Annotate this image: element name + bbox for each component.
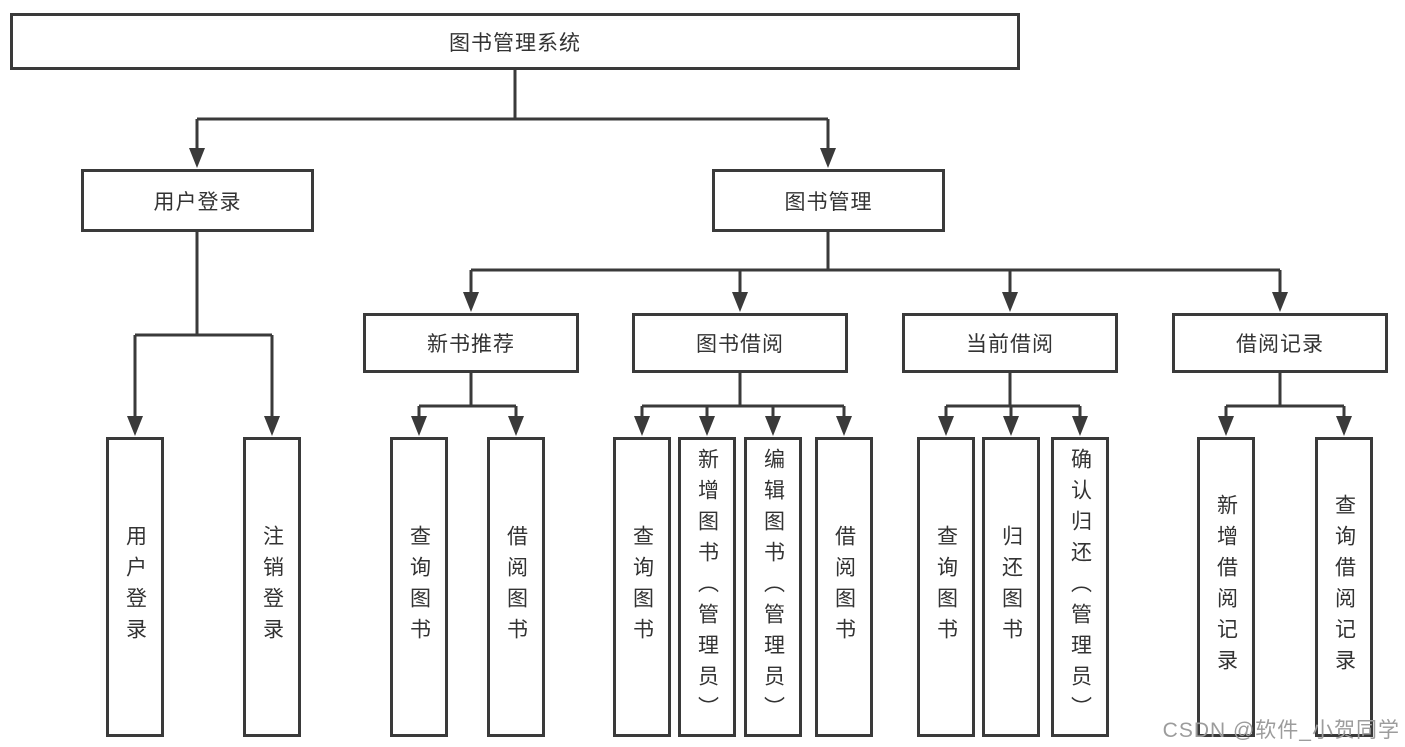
leaf-borrow-add-book-admin: 新增图书（管理员）	[678, 437, 736, 737]
leaf-logout: 注销登录	[243, 437, 301, 737]
leaf-newbooks-query-book: 查询图书	[390, 437, 448, 737]
arrow-down-icon	[634, 416, 650, 436]
leaf-current-confirm-return-admin: 确认归还（管理员）	[1051, 437, 1109, 737]
arrow-down-icon	[508, 416, 524, 436]
arrow-down-icon	[836, 416, 852, 436]
arrow-down-icon	[189, 148, 205, 168]
arrow-down-icon	[264, 416, 280, 436]
leaf-borrow-query-book: 查询图书	[613, 437, 671, 737]
arrow-down-icon	[765, 416, 781, 436]
node-user-login: 用户登录	[81, 169, 314, 232]
leaf-records-query-record: 查询借阅记录	[1315, 437, 1373, 737]
arrow-down-icon	[1003, 416, 1019, 436]
arrow-down-icon	[1218, 416, 1234, 436]
leaf-current-return-book: 归还图书	[982, 437, 1040, 737]
leaf-borrow-edit-book-admin: 编辑图书（管理员）	[744, 437, 802, 737]
arrow-down-icon	[127, 416, 143, 436]
arrowhead-icons	[127, 148, 1352, 436]
leaf-records-add-record: 新增借阅记录	[1197, 437, 1255, 737]
node-library-system: 图书管理系统	[10, 13, 1020, 70]
leaf-newbooks-borrow-book: 借阅图书	[487, 437, 545, 737]
node-current-borrow: 当前借阅	[902, 313, 1118, 373]
arrow-down-icon	[1002, 292, 1018, 312]
csdn-watermark: CSDN @软件_小贺同学	[1162, 719, 1400, 742]
node-new-book-recommend: 新书推荐	[363, 313, 579, 373]
node-book-borrow: 图书借阅	[632, 313, 848, 373]
arrow-down-icon	[938, 416, 954, 436]
arrow-down-icon	[411, 416, 427, 436]
arrow-down-icon	[463, 292, 479, 312]
arrow-down-icon	[1072, 416, 1088, 436]
arrow-down-icon	[732, 292, 748, 312]
node-borrow-records: 借阅记录	[1172, 313, 1388, 373]
node-book-management: 图书管理	[712, 169, 945, 232]
leaf-user-login: 用户登录	[106, 437, 164, 737]
arrow-down-icon	[820, 148, 836, 168]
leaf-borrow-borrow-book: 借阅图书	[815, 437, 873, 737]
arrow-down-icon	[1272, 292, 1288, 312]
leaf-current-query-book: 查询图书	[917, 437, 975, 737]
arrow-down-icon	[699, 416, 715, 436]
arrow-down-icon	[1336, 416, 1352, 436]
